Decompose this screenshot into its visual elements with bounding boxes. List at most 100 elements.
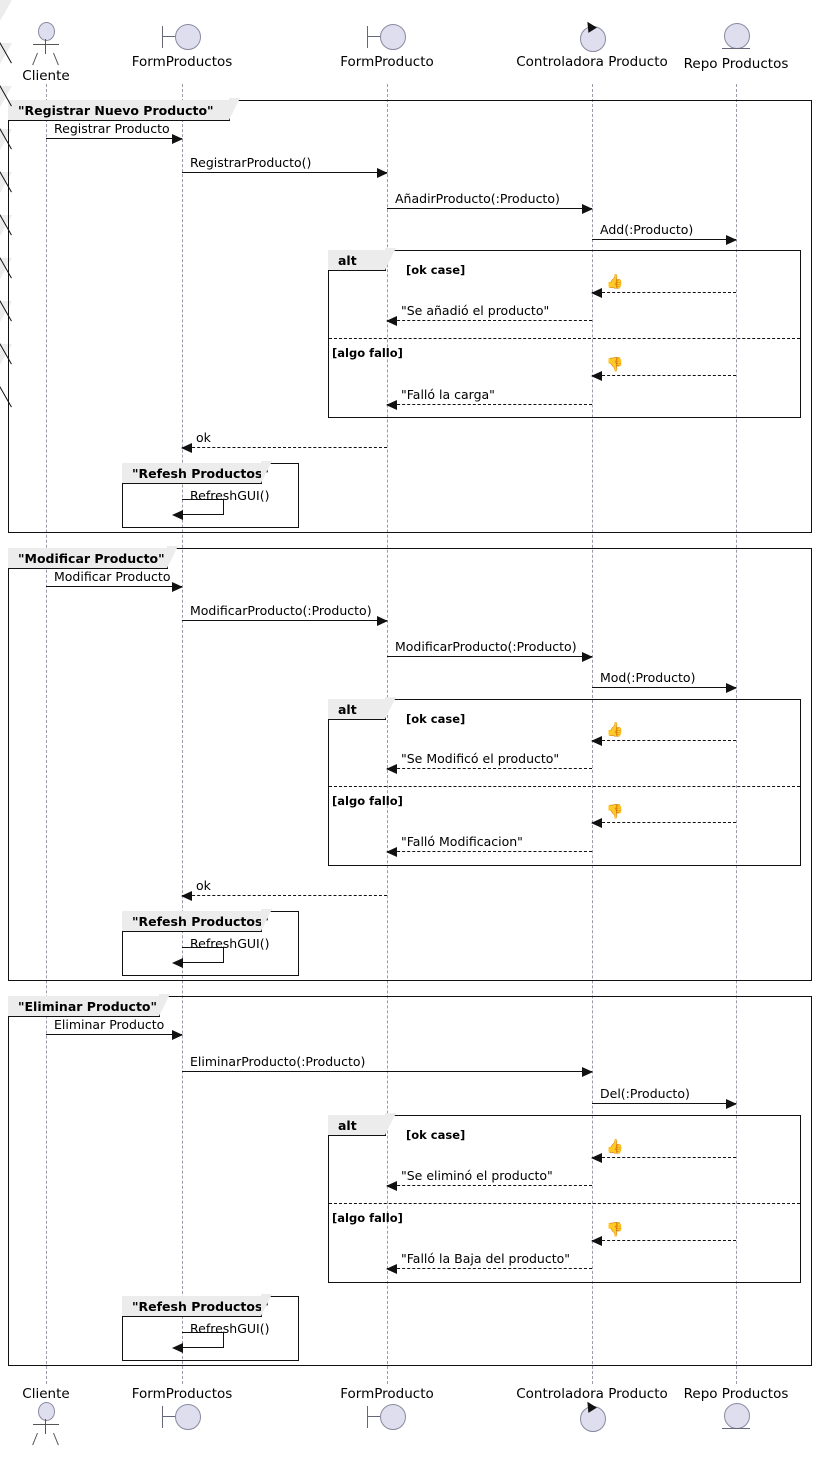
subgroup-label-tab-1-notch bbox=[0, 215, 12, 236]
message-label: "Falló la carga" bbox=[401, 387, 495, 402]
arrowhead-icon bbox=[386, 763, 397, 774]
alt-operator-tab-1-notch bbox=[0, 172, 12, 193]
control-circle bbox=[580, 1406, 606, 1432]
actor-icon bbox=[23, 22, 69, 66]
group-frame-1 bbox=[8, 548, 812, 981]
actor-arms-part bbox=[33, 44, 59, 45]
message-label: Registrar Producto bbox=[54, 121, 170, 136]
lifeline-2 bbox=[387, 84, 388, 1384]
message-arrow bbox=[592, 682, 737, 693]
message-label: EliminarProducto(:Producto) bbox=[190, 1054, 366, 1069]
bnd-bar-part bbox=[367, 26, 368, 48]
alt-operator-tab-2: alt bbox=[328, 1113, 396, 1136]
group-frame-0 bbox=[8, 100, 812, 533]
message-label: "Falló Modificacion" bbox=[401, 834, 523, 849]
arrowhead-icon bbox=[386, 315, 397, 326]
alt-frame-2 bbox=[328, 1115, 801, 1283]
arrowhead-icon bbox=[726, 234, 737, 245]
arrowhead-icon bbox=[172, 957, 183, 968]
participant-label-bottom-2: FormProducto bbox=[340, 1386, 434, 1402]
participant-head-3: Controladora Producto bbox=[482, 19, 702, 70]
arrowhead-icon bbox=[386, 1263, 397, 1274]
message-arrow bbox=[591, 735, 736, 746]
arrowhead-icon bbox=[726, 682, 737, 693]
participant-label-bottom-4: Repo Productos bbox=[683, 1386, 789, 1402]
arrowhead-icon bbox=[172, 1342, 183, 1353]
arrowhead-icon bbox=[172, 1029, 183, 1040]
message-label: Add(:Producto) bbox=[600, 222, 694, 237]
arrowhead-icon bbox=[377, 615, 388, 626]
group-label-tab-2: "Eliminar Producto" bbox=[8, 994, 170, 1017]
entity-circle bbox=[724, 23, 750, 49]
arrowhead-icon bbox=[172, 509, 183, 520]
message-arrow bbox=[591, 370, 736, 381]
message-arrow bbox=[386, 315, 592, 326]
alt-guard-0-0: [ok case] bbox=[406, 263, 466, 277]
boundary-circle bbox=[175, 24, 201, 50]
control-circle bbox=[580, 26, 606, 52]
message-arrow bbox=[182, 615, 388, 626]
message-arrow bbox=[592, 1098, 737, 1109]
message-label: Modificar Producto bbox=[54, 569, 171, 584]
alt-guard-0-1: [algo fallo] bbox=[332, 346, 403, 360]
boundary-icon bbox=[156, 22, 208, 52]
message-label: "Falló la Baja del producto" bbox=[401, 1251, 571, 1266]
self-message-label-0: RefreshGUI() bbox=[190, 488, 270, 503]
message-arrow bbox=[386, 1263, 592, 1274]
arrowhead-icon bbox=[726, 1098, 737, 1109]
message-arrow bbox=[386, 399, 592, 410]
message-arrow bbox=[386, 846, 592, 857]
self-message-label-2: RefreshGUI() bbox=[190, 1321, 270, 1336]
alt-frame-1 bbox=[328, 699, 801, 866]
message-arrow bbox=[386, 1180, 592, 1191]
arrowhead-icon bbox=[591, 370, 602, 381]
message-label: "Se añadió el producto" bbox=[401, 303, 550, 318]
alt-operator-tab-2-notch bbox=[0, 301, 12, 322]
entity-icon bbox=[716, 1402, 756, 1434]
message-arrow bbox=[181, 890, 387, 901]
alt-frame-0 bbox=[328, 250, 801, 418]
group-label-tab-1: "Modificar Producto" bbox=[8, 546, 178, 569]
participant-foot-2: FormProducto bbox=[277, 1386, 497, 1432]
alt-guard-2-0: [ok case] bbox=[406, 1128, 466, 1142]
participant-label-top-3: Controladora Producto bbox=[516, 54, 668, 70]
participant-label-bottom-1: FormProductos bbox=[131, 1386, 233, 1402]
message-label: ok bbox=[196, 878, 211, 893]
bnd-bar-part bbox=[162, 26, 163, 48]
boundary-circle bbox=[175, 1404, 201, 1430]
subgroup-label-tab-2-text: "Refesh Productos" bbox=[132, 1298, 269, 1314]
actor-head-part bbox=[38, 1402, 55, 1421]
participant-head-4: Repo Productos bbox=[626, 22, 816, 72]
alt-operator-tab-1-text: alt bbox=[338, 701, 357, 717]
group-label-tab-0: "Registrar Nuevo Producto" bbox=[8, 98, 240, 121]
subgroup-label-tab-0-text: "Refesh Productos" bbox=[132, 465, 269, 481]
message-arrow bbox=[387, 203, 593, 214]
participant-label-bottom-0: Cliente bbox=[22, 1386, 70, 1402]
entity-icon bbox=[716, 22, 756, 54]
actor-rleg-part bbox=[53, 52, 59, 66]
arrowhead-icon bbox=[591, 1235, 602, 1246]
message-label: ok bbox=[196, 430, 211, 445]
alt-operator-tab-0: alt bbox=[328, 248, 396, 271]
message-label: Mod(:Producto) bbox=[600, 670, 696, 685]
participant-label-bottom-3: Controladora Producto bbox=[516, 1386, 668, 1402]
arrowhead-icon bbox=[386, 399, 397, 410]
bnd-stem-part bbox=[367, 1416, 381, 1417]
actor-body-part bbox=[45, 39, 46, 54]
arrowhead-icon bbox=[386, 846, 397, 857]
arrowhead-icon bbox=[181, 442, 192, 453]
arrowhead-icon bbox=[172, 581, 183, 592]
participant-head-2: FormProducto bbox=[277, 22, 497, 70]
message-arrow bbox=[182, 167, 388, 178]
message-label: Eliminar Producto bbox=[54, 1017, 165, 1032]
alt-divider-1 bbox=[329, 786, 800, 787]
lifeline-1 bbox=[182, 84, 183, 1384]
message-arrow bbox=[592, 234, 737, 245]
group-label-tab-0-notch bbox=[0, 0, 12, 21]
message-arrow bbox=[387, 651, 593, 662]
lifeline-0 bbox=[46, 84, 47, 1384]
message-label: "Se eliminó el producto" bbox=[401, 1168, 553, 1183]
thumbs-down-icon: 👎 bbox=[606, 804, 624, 820]
thumbs-up-icon: 👍 bbox=[606, 274, 624, 290]
group-label-tab-2-notch bbox=[0, 258, 12, 279]
